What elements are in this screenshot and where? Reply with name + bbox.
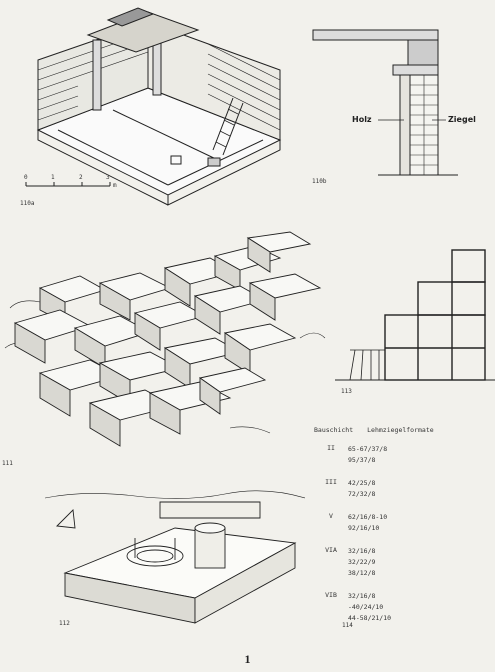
figure-110a-drawing bbox=[25, 7, 282, 206]
scale-2: 2 bbox=[79, 174, 83, 181]
values-cell: 65-67/37/8 95/37/8 bbox=[348, 444, 387, 466]
values-cell: 32/16/8 32/22/9 38/12/8 bbox=[348, 546, 375, 579]
value: 38/12/8 bbox=[348, 569, 376, 577]
figure-113: 113 bbox=[335, 240, 495, 400]
scale-0: 0 bbox=[24, 174, 28, 181]
scale-unit: m bbox=[113, 182, 117, 189]
header-bauschicht: Bauschicht bbox=[314, 426, 354, 434]
value: 95/37/8 bbox=[348, 456, 376, 464]
layer-cell: VIB bbox=[325, 591, 337, 599]
figure-label-110b: 110b bbox=[312, 178, 327, 185]
values-cell: 32/16/8 -40/24/10 44-58/21/10 bbox=[348, 591, 391, 624]
layer-cell: II bbox=[327, 444, 335, 452]
scale-1: 1 bbox=[51, 174, 55, 181]
value: 32/22/9 bbox=[348, 558, 376, 566]
table-row: VIB 32/16/8 -40/24/10 44-58/21/10 bbox=[314, 591, 484, 624]
figure-111-drawing bbox=[4, 231, 326, 447]
figure-label-111: 111 bbox=[2, 460, 13, 467]
figure-113-drawing bbox=[335, 249, 495, 381]
figure-112: 112 bbox=[45, 488, 305, 636]
value: 44-58/21/10 bbox=[348, 614, 392, 622]
figure-112-drawing bbox=[45, 490, 305, 624]
scale-3: 3 bbox=[106, 174, 110, 181]
figure-label-113: 113 bbox=[341, 388, 352, 395]
value: 42/25/8 bbox=[348, 479, 376, 487]
value: 32/16/8 bbox=[348, 592, 376, 600]
page-number: 1 bbox=[244, 652, 251, 666]
figure-label-114: 114 bbox=[342, 622, 353, 629]
annotation-ziegel: Ziegel bbox=[448, 115, 476, 124]
table-row: VIA 32/16/8 32/22/9 38/12/8 bbox=[314, 546, 484, 579]
values-cell: 62/16/8-10 92/16/10 bbox=[348, 512, 387, 534]
value: -40/24/10 bbox=[348, 603, 384, 611]
figure-110b: Holz Ziegel 110b bbox=[308, 20, 488, 190]
value: 32/16/8 bbox=[348, 547, 376, 555]
table-row: II 65-67/37/8 95/37/8 bbox=[314, 444, 484, 466]
header-lehmziegelformate: Lehmziegelformate bbox=[367, 426, 434, 434]
figure-label-112: 112 bbox=[59, 620, 70, 627]
figure-110a: 0 1 2 3 m 110a bbox=[18, 0, 288, 215]
brick-format-table: Bauschicht Lehmziegelformate II 65-67/37… bbox=[314, 426, 484, 636]
figure-label-110a: 110a bbox=[20, 200, 35, 207]
values-cell: 42/25/8 72/32/8 bbox=[348, 478, 375, 500]
table-header: Bauschicht Lehmziegelformate bbox=[314, 426, 484, 434]
value: 92/16/10 bbox=[348, 524, 380, 532]
table-row: III 42/25/8 72/32/8 bbox=[314, 478, 484, 500]
annotation-holz: Holz bbox=[352, 115, 372, 124]
layer-cell: VIA bbox=[325, 546, 337, 554]
figure-111: 111 bbox=[0, 228, 335, 473]
value: 62/16/8-10 bbox=[348, 513, 388, 521]
table-row: V 62/16/8-10 92/16/10 bbox=[314, 512, 484, 534]
layer-cell: V bbox=[329, 512, 333, 520]
figure-110b-drawing bbox=[312, 29, 458, 176]
value: 65-67/37/8 bbox=[348, 445, 388, 453]
layer-cell: III bbox=[325, 478, 337, 486]
value: 72/32/8 bbox=[348, 490, 376, 498]
